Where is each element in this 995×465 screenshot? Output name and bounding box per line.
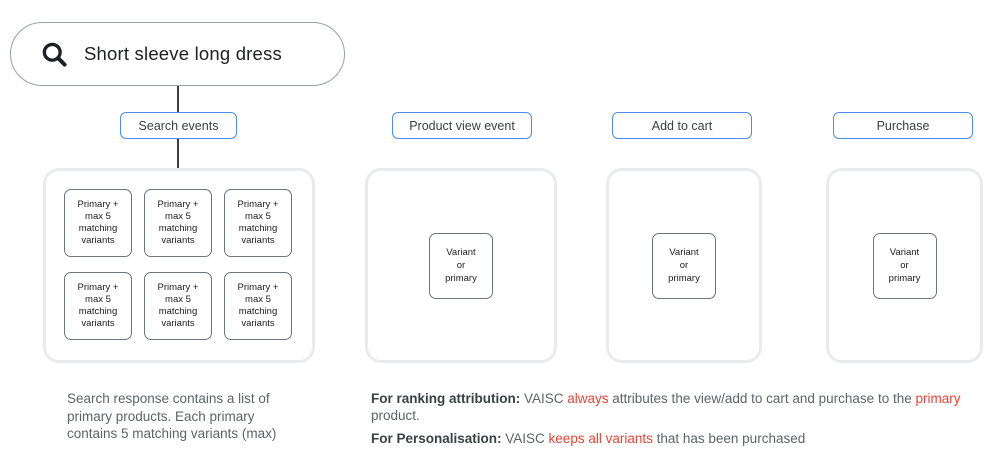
search-events-button[interactable]: Search events [120,112,237,139]
ranking-attribution-label: For ranking attribution: [371,391,521,406]
add-to-cart-button[interactable]: Add to cart [612,112,752,139]
primary-product-box: Primary + max 5 matching variants [144,272,212,340]
highlight-primary: primary [915,391,961,406]
primary-product-box: Primary + max 5 matching variants [224,189,292,257]
search-response-caption: Search response contains a list of prima… [67,391,277,441]
connector-events-to-results [177,138,179,169]
ranking-attribution-line: For ranking attribution: VAISC always at… [371,391,961,423]
search-query-text: Short sleeve long dress [84,43,282,64]
purchase-button[interactable]: Purchase [833,112,973,139]
primary-product-box: Primary + max 5 matching variants [144,189,212,257]
product-view-event-button[interactable]: Product view event [392,112,532,139]
variant-or-primary-box: Variant or primary [429,232,493,299]
connector-searchbar-to-events [177,86,179,113]
search-bar[interactable]: Short sleeve long dress [10,22,345,86]
variant-or-primary-box: Variant or primary [652,232,716,299]
primary-product-box: Primary + max 5 matching variants [64,189,132,257]
primary-product-box: Primary + max 5 matching variants [64,272,132,340]
highlight-keeps-all-variants: keeps all variants [548,431,653,446]
personalisation-line: For Personalisation: VAISC keeps all var… [371,431,806,446]
search-results-container: Primary + max 5 matching variants Primar… [43,168,315,363]
add-to-cart-container: Variant or primary [606,168,762,363]
primary-product-box: Primary + max 5 matching variants [224,272,292,340]
highlight-always: always [567,391,609,406]
variant-or-primary-box: Variant or primary [872,232,937,299]
personalisation-label: For Personalisation: [371,431,502,446]
attribution-notes: For ranking attribution: VAISC always at… [371,390,991,453]
product-view-container: Variant or primary [365,168,557,363]
purchase-container: Variant or primary [826,168,983,363]
search-icon [42,42,67,67]
